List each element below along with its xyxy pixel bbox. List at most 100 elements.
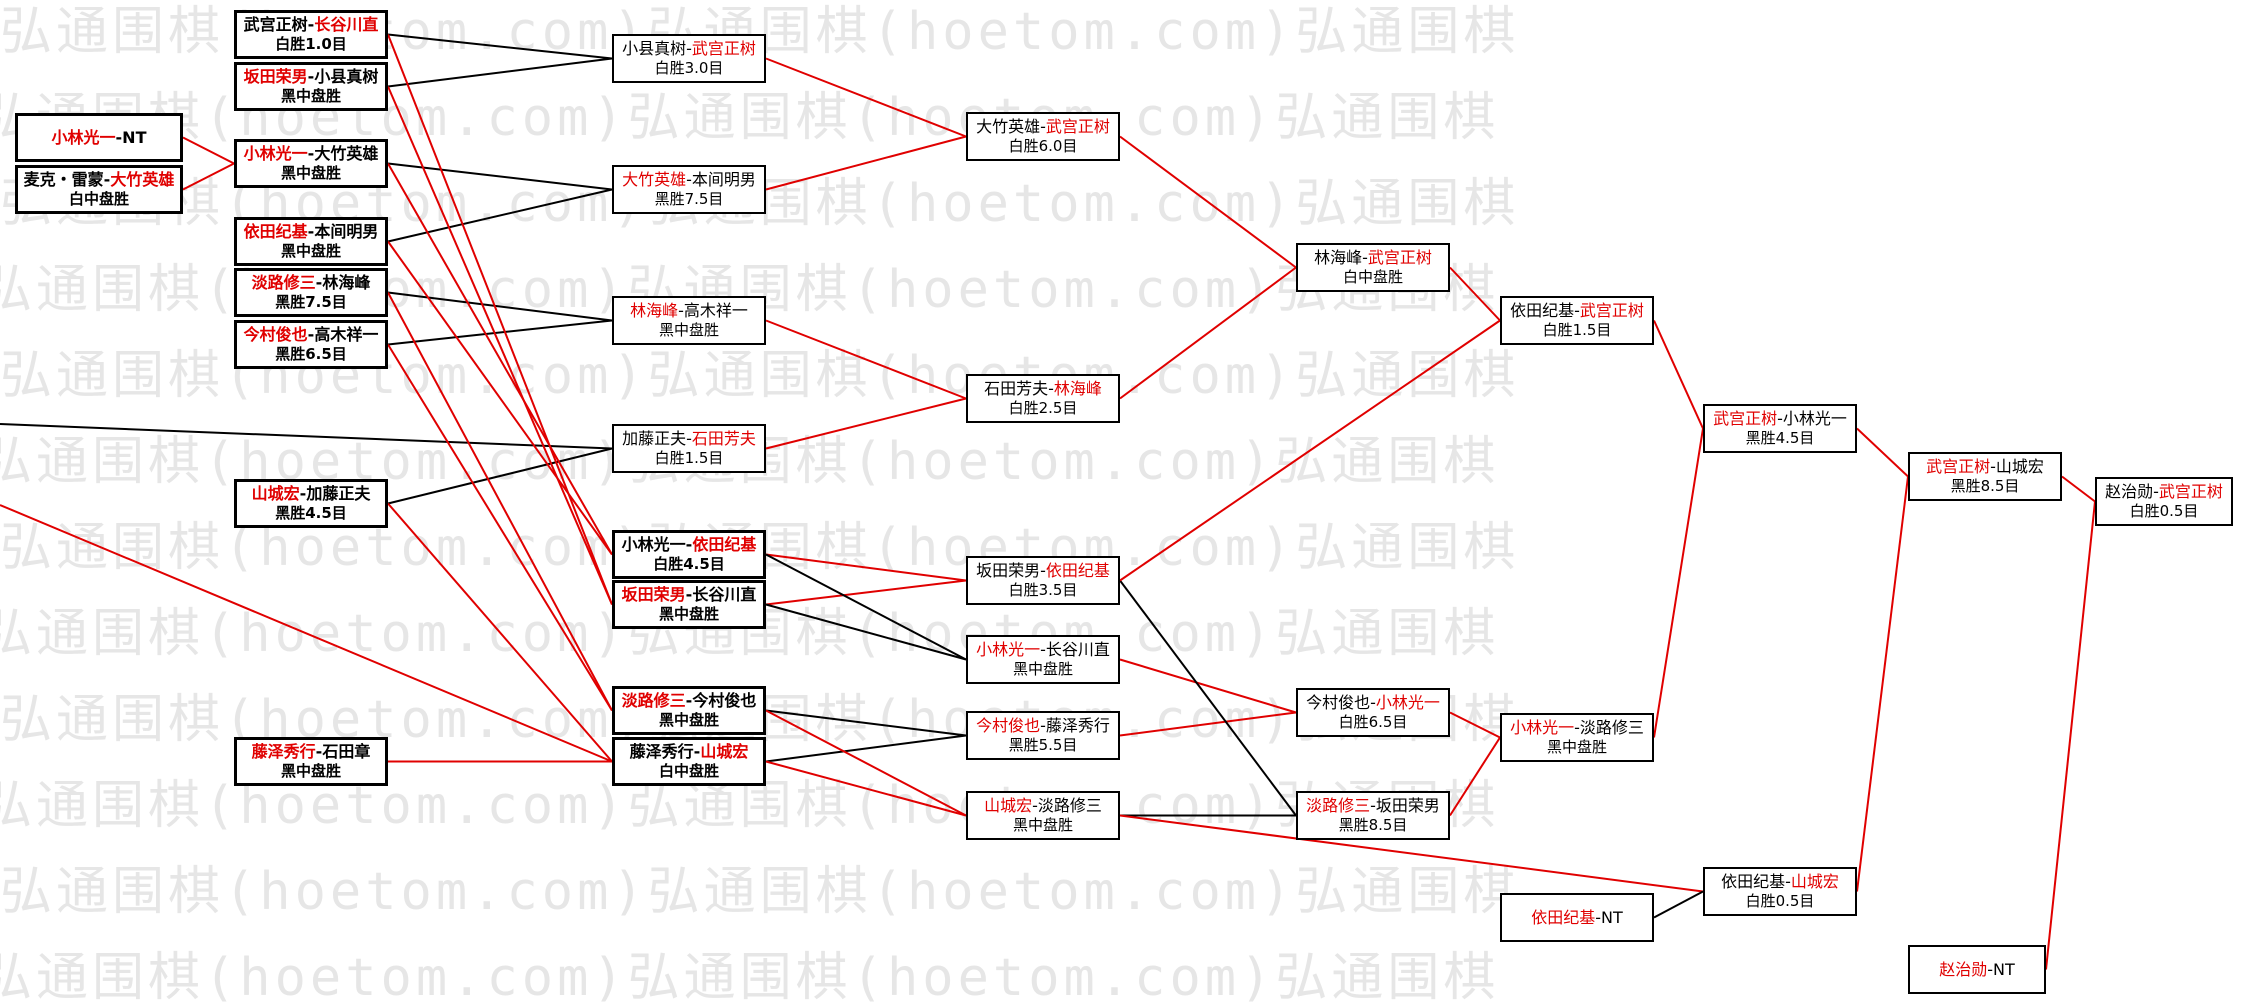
match-node: 赵治勋-武宫正树白胜0.5目 [2095,477,2233,526]
connector-line [1449,711,1501,739]
match-players: 小林光一-NT [52,128,147,148]
match-node: 依田纪基-本间明男黑中盘胜 [234,217,388,266]
player-black: 林海峰 [1314,248,1363,268]
player-white: 本间明男 [691,170,756,190]
player-white: 大竹英雄 [110,170,175,190]
player-separator: - [307,325,315,345]
match-node: 小林光一-依田纪基白胜4.5目 [612,530,766,579]
player-separator: - [1370,693,1376,713]
connector-line [387,343,613,712]
match-result: 白胜1.5目 [1542,321,1612,340]
player-white: 淡路修三 [1579,718,1644,738]
connector-line [387,319,613,346]
player-white: 小县真树 [314,67,379,87]
match-node: 赵治勋-NT [1908,945,2046,994]
player-separator: - [1574,718,1580,738]
player-white: 藤泽秀行 [1045,716,1110,736]
connector-line [1119,579,1297,817]
player-white: 小林光一 [1782,409,1847,429]
player-separator: - [693,742,701,762]
match-result: 白胜1.5目 [654,449,724,468]
match-result: 黑中盘胜 [658,711,719,730]
player-white: 石田章 [322,742,371,762]
match-node: 坂田荣男-小县真树黑中盘胜 [234,62,388,111]
match-node: 坂田荣男-依田纪基白胜3.5目 [966,556,1120,605]
match-players: 林海峰-高木祥一 [630,301,748,321]
match-result: 白胜4.5目 [653,555,725,574]
match-result: 白胜3.0目 [654,59,724,78]
match-result: 白胜6.5目 [1338,713,1408,732]
connector-line [387,33,613,60]
connector-line [387,162,613,191]
match-node: 林海峰-高木祥一黑中盘胜 [612,296,766,345]
player-white: NT [122,127,147,147]
player-black: 大竹英雄 [622,170,687,190]
match-result: 白胜0.5目 [2129,502,2199,521]
player-white: 高木祥一 [683,301,748,321]
match-node: 淡路修三-坂田荣男黑胜8.5目 [1296,791,1450,840]
player-black: 小林光一 [243,144,308,164]
player-black: 坂田荣男 [621,585,686,605]
player-white: NT [1993,959,2015,979]
match-result: 黑中盘胜 [280,87,341,106]
player-separator: - [315,742,323,762]
player-white: 大竹英雄 [314,144,379,164]
connector-line [765,553,967,661]
player-separator: - [686,39,692,59]
player-black: 淡路修三 [251,273,316,293]
player-white: 加藤正夫 [306,484,371,504]
player-white: NT [1601,907,1623,927]
match-node: 小林光一-淡路修三黑中盘胜 [1500,713,1654,762]
connector-line [1449,736,1501,817]
player-black: 坂田荣男 [243,67,308,87]
player-separator: - [1040,640,1046,660]
connector-line [1856,427,1909,478]
player-separator: - [115,127,123,147]
player-white: 武宫正树 [2158,482,2223,502]
player-black: 小林光一 [621,535,686,555]
match-players: 加藤正夫-石田芳夫 [622,429,756,449]
player-white: 石田芳夫 [691,429,756,449]
connector-line [765,579,967,606]
connector-line [765,709,967,737]
connector-line [387,34,613,605]
player-separator: - [1370,796,1376,816]
player-white: 武宫正树 [1367,248,1432,268]
player-separator: - [103,170,111,190]
match-result: 黑胜4.5目 [1745,429,1815,448]
connector-line [1119,266,1297,400]
player-white: 山城宏 [700,742,749,762]
player-separator: - [1574,301,1580,321]
connector-line [387,240,613,556]
match-players: 麦克・雷蒙-大竹英雄 [24,170,175,190]
connector-line [2061,475,2096,503]
match-players: 淡路修三-林海峰 [252,273,371,293]
match-players: 武宫正树-长谷川直 [244,15,379,35]
match-node: 小林光一-NT [15,113,183,162]
player-black: 武宫正树 [1713,409,1778,429]
player-separator: - [2153,482,2159,502]
player-white: 坂田荣男 [1375,796,1440,816]
connector-line [1119,135,1297,269]
connector-line [1653,320,1704,429]
connector-line [387,57,613,88]
match-players: 今村俊也-高木祥一 [244,325,379,345]
player-black: 淡路修三 [1306,796,1371,816]
match-result: 白胜1.0目 [275,35,347,54]
connector-line [765,57,967,138]
match-players: 武宫正树-小林光一 [1713,409,1847,429]
player-separator: - [1990,457,1996,477]
match-players: 藤泽秀行-山城宏 [630,742,749,762]
match-node: 武宫正树-小林光一黑胜4.5目 [1703,404,1857,453]
connector-line [387,163,613,555]
match-result: 黑中盘胜 [658,321,719,340]
player-separator: - [685,585,693,605]
player-black: 麦克・雷蒙 [23,170,104,190]
connector-line [765,135,967,191]
player-separator: - [1040,117,1046,137]
match-players: 今村俊也-藤泽秀行 [976,716,1110,736]
player-black: 山城宏 [251,484,300,504]
connector-line [387,291,613,322]
player-white: 武宫正树 [691,39,756,59]
match-node: 藤泽秀行-石田章黑中盘胜 [234,737,388,786]
